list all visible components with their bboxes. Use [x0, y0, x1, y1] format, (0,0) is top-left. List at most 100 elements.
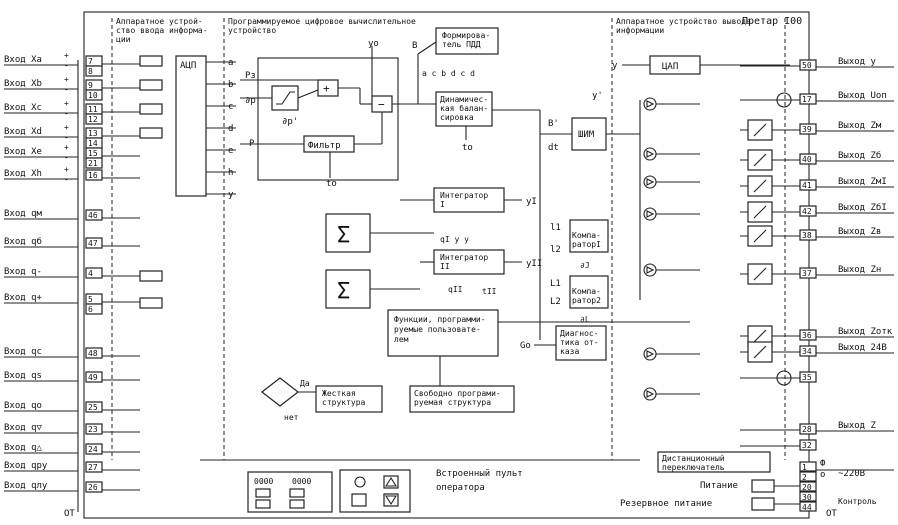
free-structure-block	[409, 385, 515, 413]
terminal-number: 26	[88, 483, 98, 492]
power-ot: ОТ	[826, 509, 837, 519]
power-o: о	[820, 470, 825, 480]
dynamic-balancing-block	[435, 91, 493, 127]
terminal-number: 21	[88, 159, 98, 168]
dac-label: ЦАП	[662, 62, 678, 72]
terminal-number: 1	[802, 463, 807, 472]
input-terminal	[85, 401, 103, 413]
signal-yo: yo	[368, 39, 379, 49]
terminal-number: 2	[802, 473, 807, 482]
input-label: Вход Xh	[4, 169, 42, 179]
polarity-sign: -	[64, 109, 69, 118]
panel-up-button[interactable]	[383, 475, 399, 489]
user-functions-block	[387, 309, 499, 357]
hard-structure-block	[315, 385, 383, 413]
polarity-sign: -	[64, 133, 69, 142]
terminal-number: 6	[88, 305, 93, 314]
output-label: Выход Zотк	[838, 327, 893, 337]
input-label: Вход q+	[4, 293, 43, 303]
limiter-block	[271, 85, 299, 111]
terminal-number: 15	[88, 149, 98, 158]
reference-voltage-source	[776, 92, 792, 108]
terminal-number: 7	[88, 57, 93, 66]
wire-b-pdd	[417, 41, 437, 55]
polarity-sign: +	[64, 51, 69, 60]
sum-symbol-2: Σ	[337, 279, 350, 304]
output-label: Выход Zб	[838, 150, 881, 161]
fault-diagnostics-block	[555, 325, 607, 361]
limiter-curve	[276, 91, 295, 105]
terminal-number: 25	[88, 403, 98, 412]
terminal-number: 23	[88, 425, 98, 434]
polarity-sign: -	[64, 153, 69, 162]
panel-key-2[interactable]	[289, 488, 305, 498]
output-label: Выход y	[838, 57, 877, 67]
panel-key-3[interactable]	[255, 499, 271, 509]
input-terminal	[85, 89, 103, 101]
comparator-1-block	[569, 219, 609, 253]
output-label: Выход Z	[838, 421, 877, 431]
ground-label: ОТ	[64, 509, 75, 519]
adc-output-label: a	[228, 58, 233, 68]
output-terminal	[799, 371, 817, 383]
signal-yi: yI	[526, 197, 537, 207]
input-terminal	[85, 461, 103, 473]
panel-down-button[interactable]	[383, 493, 399, 507]
signal-go: Go	[520, 341, 531, 351]
polarity-sign: -	[64, 175, 69, 184]
terminal-number: 34	[802, 347, 812, 356]
signal-y-prime: y'	[592, 91, 603, 101]
signal-b-prime: B'	[548, 119, 559, 129]
input-terminal	[85, 267, 103, 279]
led-diode-icon	[646, 210, 655, 218]
terminal-number: 20	[802, 483, 812, 492]
main-power-supply	[751, 479, 775, 493]
filter-label: Фильтр	[308, 141, 341, 151]
panel-enter-button[interactable]	[351, 493, 367, 507]
power-220v: ~220В	[838, 469, 865, 479]
remote-switch-block	[657, 451, 771, 473]
input-label: Вход Xe	[4, 147, 42, 157]
output-label: Выход Zм	[838, 121, 882, 131]
panel-key-4[interactable]	[289, 499, 305, 509]
signal-dl: ∂L	[580, 315, 590, 324]
relay-switch	[753, 329, 767, 343]
output-label: Выход ZмI	[838, 177, 887, 187]
output-label: Выход 24В	[838, 343, 887, 353]
sum-block-1	[325, 213, 371, 253]
signal-dt: dt	[548, 143, 559, 153]
terminal-number: 44	[802, 503, 812, 512]
power-terminal	[799, 471, 817, 482]
isolator-q-minus	[139, 270, 163, 282]
input-terminal	[85, 303, 103, 315]
input-label: Вход Xc	[4, 103, 42, 113]
polarity-sign: +	[64, 75, 69, 84]
power-24v-source	[776, 370, 792, 386]
input-terminal	[85, 113, 103, 125]
led-diode-icon	[646, 350, 655, 358]
output-terminal	[799, 267, 817, 279]
panel-round-button[interactable]	[354, 476, 366, 488]
isolator-a	[139, 55, 163, 67]
input-label: Вход Xb	[4, 79, 42, 89]
terminal-number: 12	[88, 115, 98, 124]
panel-key-1[interactable]	[255, 488, 271, 498]
indicator-leds	[643, 97, 700, 401]
signal-to-1: to	[326, 179, 337, 189]
output-terminal	[799, 423, 817, 435]
terminal-number: 24	[88, 445, 98, 454]
power-terminal	[799, 491, 817, 502]
terminal-number: 8	[88, 67, 93, 76]
display-digits-1: 0000	[254, 477, 273, 486]
signal-l2: l2	[550, 245, 561, 255]
input-terminal	[85, 169, 103, 181]
terminal-number: 40	[802, 155, 812, 164]
sum-block-2	[325, 269, 371, 309]
device-title: Претар I00	[742, 16, 802, 27]
power-phi: Ф	[820, 459, 826, 469]
